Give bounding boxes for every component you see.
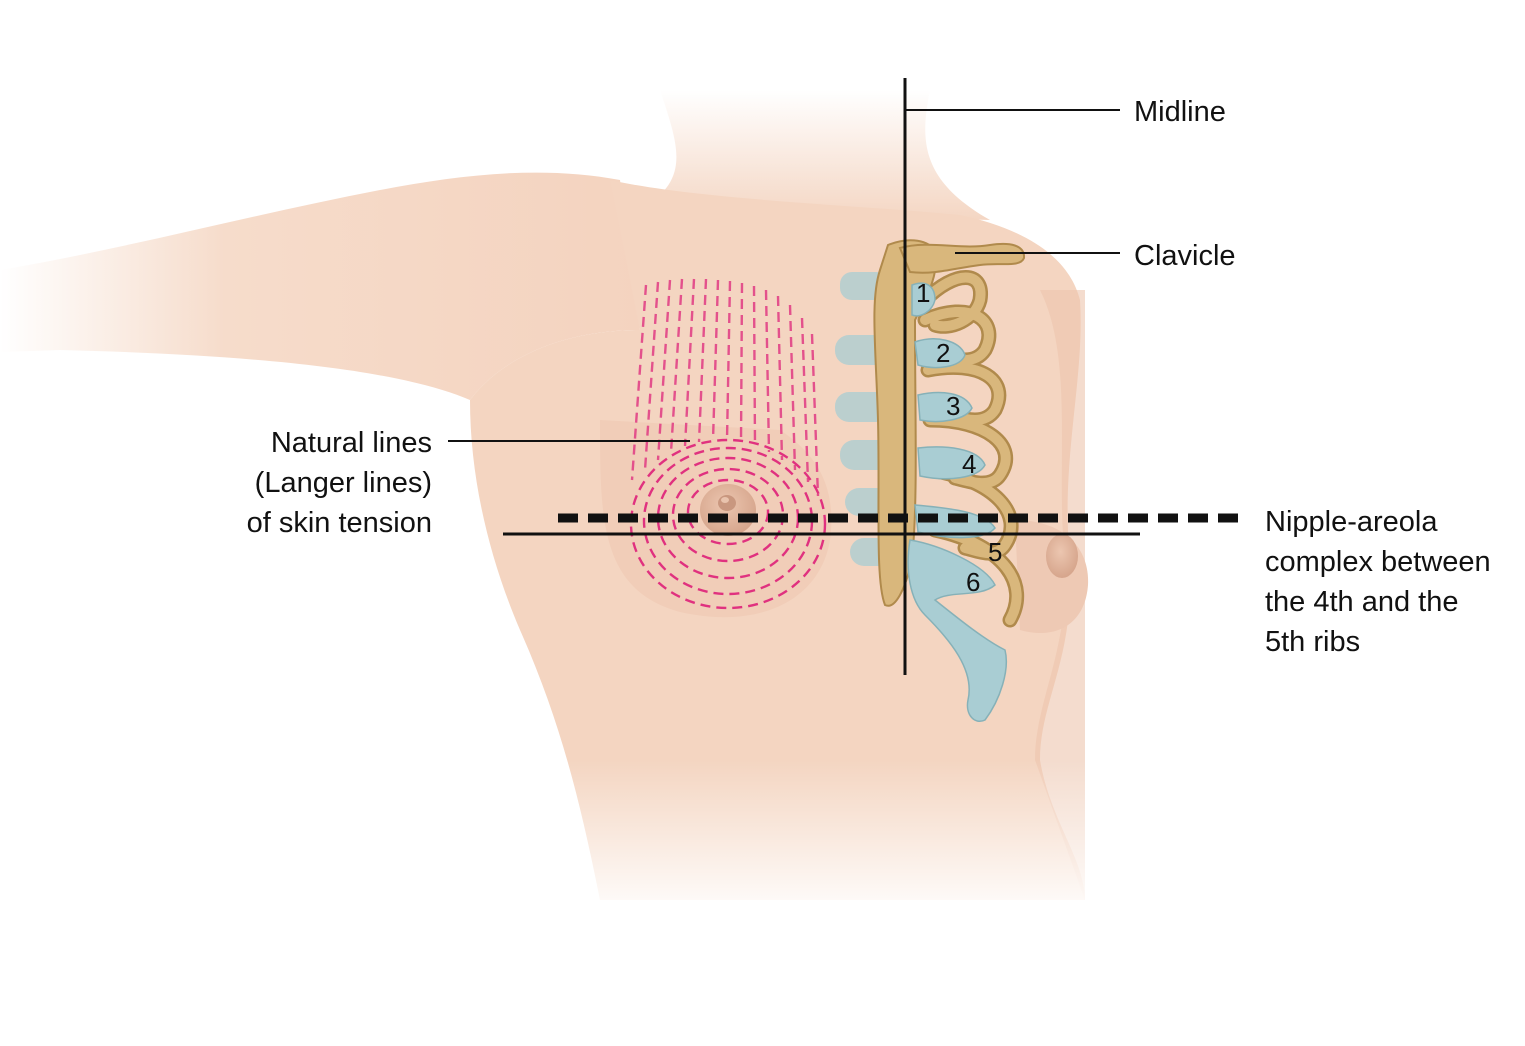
nipple-areola-label-line-3: the 4th and the <box>1265 586 1459 618</box>
nipple-areola-label: Nipple-areola complex between the 4th an… <box>1265 502 1491 662</box>
left-nipple-areola <box>700 484 756 536</box>
right-areola <box>1046 534 1078 578</box>
midline-label: Midline <box>1134 96 1226 128</box>
langer-lines-upper <box>630 278 820 497</box>
neck <box>640 90 990 220</box>
rib-number-5: 5 <box>988 537 1003 567</box>
reference-lines <box>448 78 1245 675</box>
clavicle-label: Clavicle <box>1134 240 1236 272</box>
nipple-areola-label-line-2: complex between <box>1265 546 1491 578</box>
rib-number-6: 6 <box>966 567 981 597</box>
nipple-areola-label-line-1: Nipple-areola <box>1265 506 1438 538</box>
rib-number-4: 4 <box>962 449 977 479</box>
torso-bottom-fade <box>450 760 1150 920</box>
nipple-areola-label-line-4: 5th ribs <box>1265 626 1361 658</box>
clavicle-bone <box>898 242 1026 274</box>
rib-number-1: 1 <box>916 278 931 308</box>
rib-number-2: 2 <box>936 338 951 368</box>
rib-number-3: 3 <box>946 391 961 421</box>
natural-lines-label-line-2: (Langer lines) <box>254 467 432 499</box>
torso-shading-right <box>1035 290 1085 900</box>
raised-arm <box>0 172 640 400</box>
natural-lines-label-line-3: of skin tension <box>246 507 432 539</box>
natural-lines-label: Natural lines (Langer lines) of skin ten… <box>180 423 432 543</box>
natural-lines-label-line-1: Natural lines <box>270 427 432 459</box>
